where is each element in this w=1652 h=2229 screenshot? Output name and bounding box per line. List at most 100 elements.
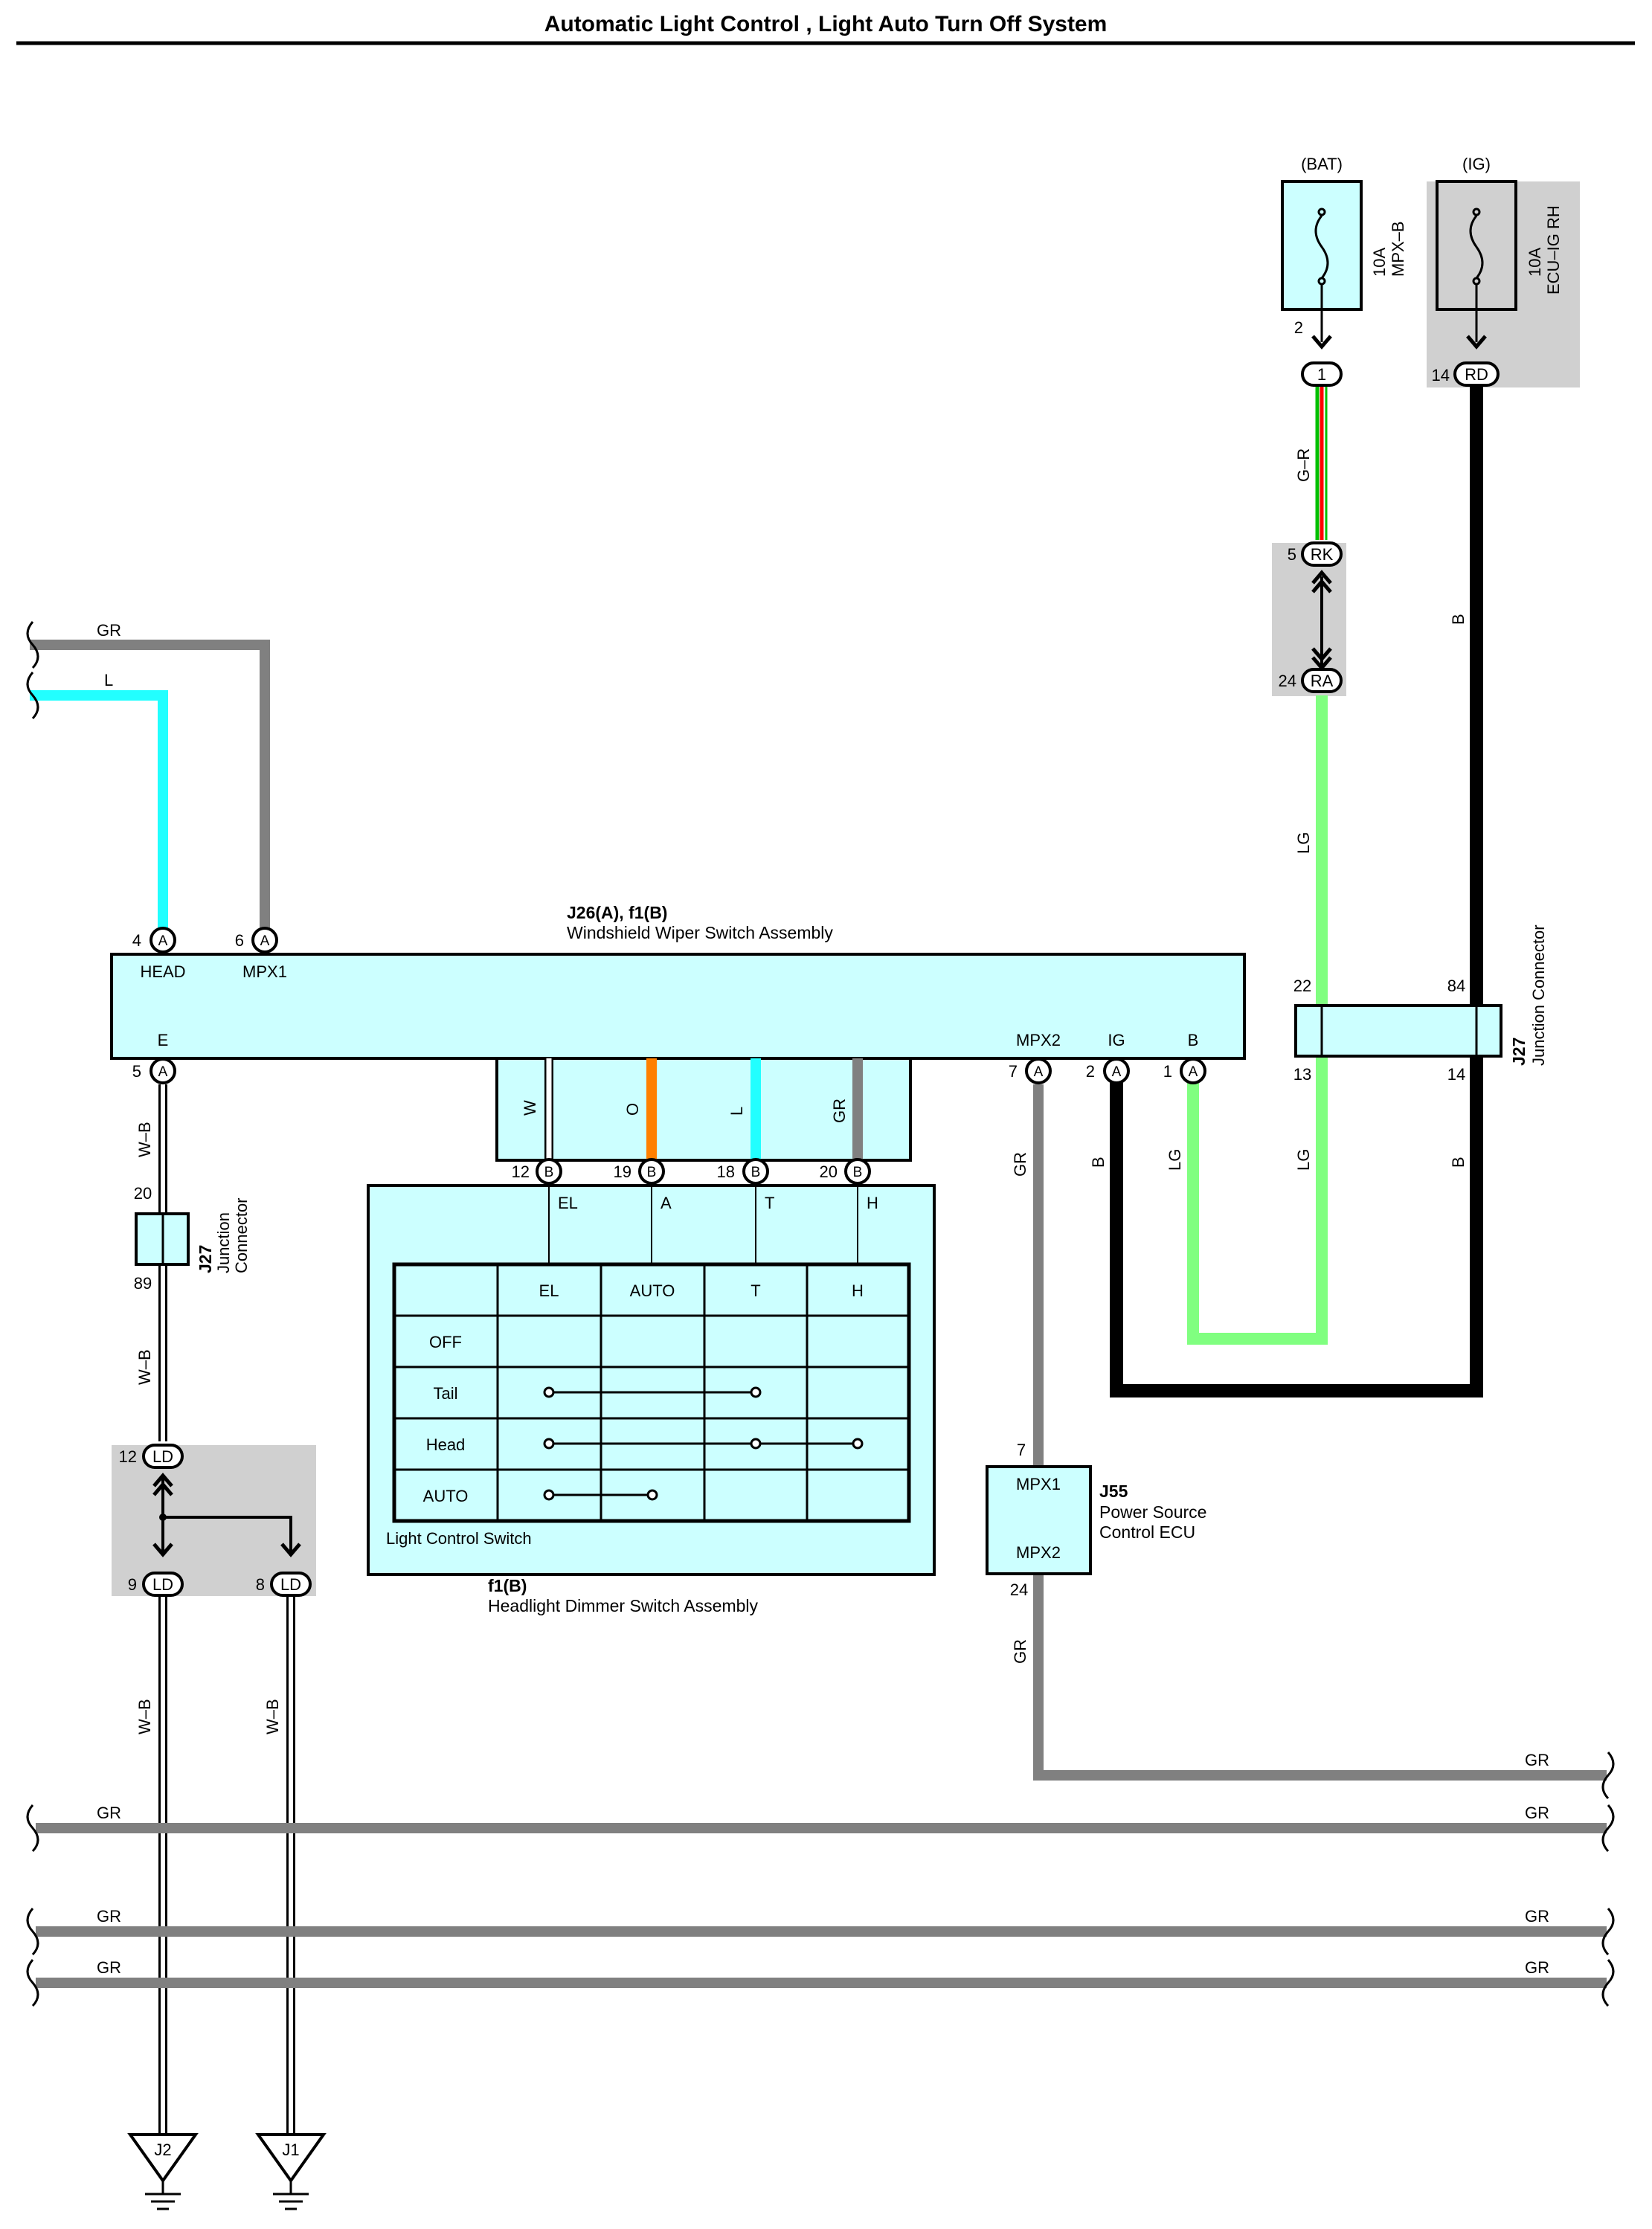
wire-label-gr-top: GR (97, 621, 121, 640)
fuse-ig-rating: 10A (1526, 248, 1544, 277)
terminal-b-num: 1 (1163, 1062, 1172, 1081)
terminal-ig-label: IG (1108, 1031, 1125, 1049)
chevron-ld9-icon (152, 1543, 173, 1557)
wiper-switch-name: Windshield Wiper Switch Assembly (567, 923, 833, 942)
wire-label-gr-mpx2: GR (1011, 1152, 1029, 1177)
bus-label-3-left: GR (97, 1958, 121, 1977)
connector-ra-num: 24 (1279, 672, 1296, 690)
harness-pin-20: B (844, 1158, 871, 1185)
bus-label-2-left: GR (97, 1907, 121, 1926)
ground-j2-label: J2 (154, 2140, 171, 2159)
table-col-h: H (852, 1281, 864, 1300)
connector-rk: RK (1301, 541, 1343, 567)
harness-pin-18-num: 18 (717, 1162, 735, 1181)
j27-left-name1: Junction (214, 1212, 233, 1273)
harness-pin-18: B (742, 1158, 769, 1185)
bus-label-2-right: GR (1525, 1907, 1549, 1926)
fuse-bat-out-pin: 2 (1294, 318, 1303, 337)
harness-pin-20-conn: B (853, 1165, 863, 1180)
connector-ld9: LD (142, 1572, 184, 1597)
chevron-ld12-icon (152, 1473, 173, 1496)
terminal-head: A (150, 927, 176, 953)
terminal-mpx1: A (251, 927, 278, 953)
ig-supply-label: (IG) (1462, 155, 1491, 173)
terminal-head-num: 4 (132, 931, 141, 950)
j27-right-pin-84: 84 (1447, 977, 1465, 995)
j27-left-code: J27 (196, 1245, 215, 1273)
fuse-ig-name: ECU–IG RH (1544, 205, 1563, 295)
wire-label-lg-upper: LG (1294, 832, 1313, 854)
fuse-bat-name: MPX–B (1389, 221, 1407, 277)
harness-label-o: O (623, 1103, 642, 1116)
harness-label-w: W (521, 1100, 539, 1116)
ground-j1-label: J1 (282, 2140, 299, 2159)
continuity-head (543, 1438, 864, 1450)
bus-label-1-right: GR (1525, 1804, 1549, 1822)
dimmer-code: f1(B) (488, 1576, 527, 1595)
table-row-head: Head (426, 1435, 466, 1454)
break-marks (26, 621, 1615, 2007)
terminal-b-label: B (1188, 1031, 1199, 1049)
terminal-mpx2-label: MPX2 (1016, 1031, 1061, 1049)
terminal-mpx1-conn: A (260, 933, 270, 949)
wire-label-lg-13: LG (1294, 1149, 1313, 1171)
table-col-el: EL (539, 1281, 559, 1300)
connector-ig-rd-id: RD (1465, 365, 1488, 384)
wiper-switch-box (110, 953, 1246, 1060)
connector-ld8-id: LD (280, 1575, 301, 1594)
ecu-name2: Control ECU (1099, 1522, 1195, 1542)
wire-label-l-top: L (104, 671, 113, 689)
harness-pin-18-conn: B (751, 1165, 761, 1180)
connector-ld12: LD (142, 1444, 184, 1469)
connector-ld8-num: 8 (256, 1575, 265, 1594)
wire-label-w-b-2: W–B (135, 1349, 154, 1385)
terminal-e: A (150, 1058, 176, 1084)
terminal-mpx1-label: MPX1 (242, 962, 287, 981)
chevron-rk-icon (1311, 570, 1332, 594)
j27-right-name: Junction Connector (1529, 924, 1548, 1066)
dimmer-terminal-t: T (765, 1194, 774, 1212)
fuse-bat-icon (1314, 208, 1329, 342)
wire-gr-mpx1 (30, 640, 270, 939)
ground-j2: J2 (127, 2133, 199, 2210)
ecu-pin-bottom: 24 (1010, 1580, 1028, 1599)
continuity-tail (543, 1386, 762, 1398)
ld-split-branch (163, 1516, 292, 1556)
table-row-auto: AUTO (423, 1487, 469, 1505)
j27-right-pin-13: 13 (1293, 1065, 1311, 1084)
harness-pin-12: B (536, 1158, 562, 1185)
connector-ld9-id: LD (152, 1575, 173, 1594)
connector-rk-id: RK (1311, 545, 1334, 564)
harness-box (495, 1057, 912, 1162)
wire-label-lg-b: LG (1166, 1149, 1184, 1171)
j27-left-pin-bottom: 89 (134, 1274, 152, 1293)
j27-left-name2: Connector (232, 1197, 251, 1273)
dimmer-terminal-h: H (867, 1194, 878, 1212)
ecu-terminal-mpx1: MPX1 (1016, 1475, 1061, 1493)
bat-supply-label: (BAT) (1301, 155, 1343, 173)
table-row-tail: Tail (433, 1384, 457, 1403)
table-col-t: T (751, 1281, 760, 1300)
terminal-e-num: 5 (132, 1062, 141, 1081)
terminal-head-conn: A (158, 933, 168, 949)
connector-ld8: LD (270, 1572, 312, 1597)
terminal-mpx2: A (1025, 1058, 1052, 1084)
connector-ld12-id: LD (152, 1447, 173, 1466)
ecu-box (986, 1465, 1092, 1575)
j27-right-pin-22: 22 (1293, 977, 1311, 995)
ecu-name1: Power Source (1099, 1502, 1206, 1522)
ground-j1: J1 (255, 2133, 327, 2210)
connector-bat-1-id: 1 (1317, 365, 1326, 384)
wire-label-b-right: B (1449, 614, 1468, 625)
terminal-e-label: E (158, 1031, 169, 1049)
terminal-e-conn: A (158, 1064, 168, 1080)
bus-label-1-left: GR (97, 1804, 121, 1822)
terminal-mpx1-num: 6 (235, 931, 244, 950)
terminal-head-label: HEAD (140, 962, 185, 981)
connector-ld9-num: 9 (128, 1575, 137, 1594)
harness-pin-19-conn: B (647, 1165, 657, 1180)
terminal-mpx2-num: 7 (1009, 1062, 1018, 1081)
j27-right-pin-14: 14 (1447, 1065, 1465, 1084)
terminal-ig: A (1103, 1058, 1130, 1084)
